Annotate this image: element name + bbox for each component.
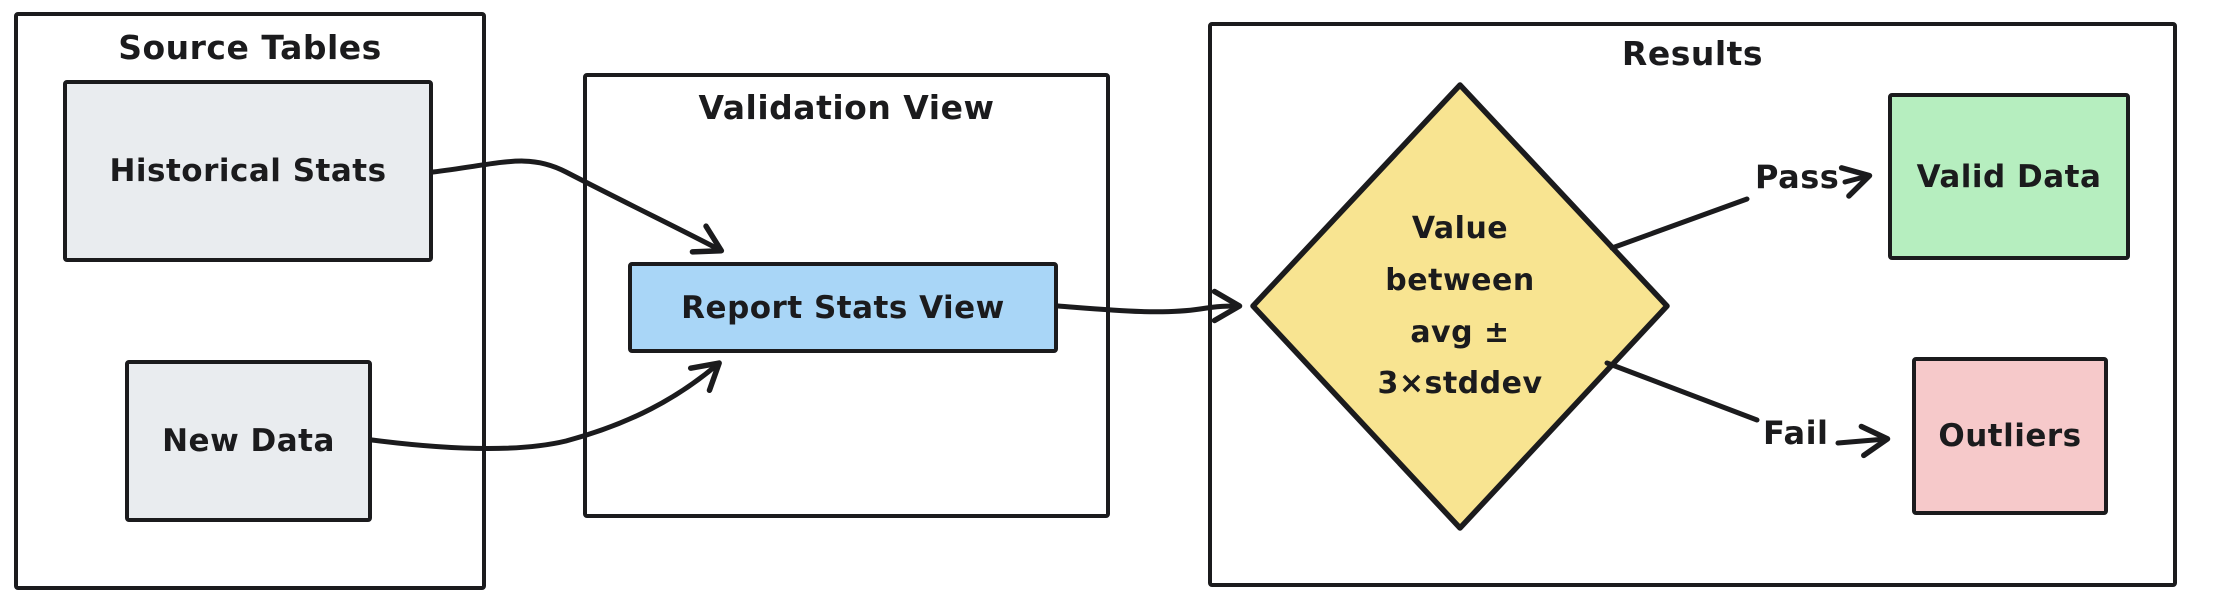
validation-view-title: Validation View xyxy=(698,88,995,127)
results-title: Results xyxy=(1621,34,1764,73)
decision-diamond-shape xyxy=(1250,82,1670,531)
decision-diamond-text: Value between avg ± 3×stddev xyxy=(1253,85,1667,528)
arrow-fail-to-outliers xyxy=(1835,423,1891,459)
pass-edge-label: Pass xyxy=(1755,158,1840,196)
valid-data-node: Valid Data xyxy=(1888,93,2130,260)
edge-decision-pass xyxy=(1609,196,1750,251)
outliers-node: Outliers xyxy=(1912,357,2108,515)
source-tables-title: Source Tables xyxy=(118,28,382,67)
arrow-historical-to-report xyxy=(430,158,725,255)
decision-line-2: between xyxy=(1385,262,1535,298)
arrow-report-to-decision xyxy=(1055,288,1243,324)
report-stats-view-node: Report Stats View xyxy=(628,262,1058,353)
decision-line-3: avg ± xyxy=(1410,314,1510,350)
outliers-label: Outliers xyxy=(1938,418,2082,454)
decision-line-1: Value xyxy=(1411,211,1509,247)
results-group xyxy=(1208,22,2177,587)
historical-stats-label: Historical Stats xyxy=(109,153,387,189)
fail-edge-label: Fail xyxy=(1763,414,1829,452)
validation-view-group xyxy=(583,73,1110,518)
historical-stats-node: Historical Stats xyxy=(63,80,433,262)
arrow-pass-to-validdata xyxy=(1838,165,1873,199)
edge-decision-fail xyxy=(1604,360,1760,423)
valid-data-label: Valid Data xyxy=(1916,158,2102,195)
decision-line-4: 3×stddev xyxy=(1377,366,1543,402)
report-stats-view-label: Report Stats View xyxy=(681,289,1005,326)
new-data-node: New Data xyxy=(125,360,372,522)
arrow-newdata-to-report xyxy=(369,360,722,451)
new-data-label: New Data xyxy=(162,423,335,459)
source-tables-group xyxy=(14,12,486,590)
